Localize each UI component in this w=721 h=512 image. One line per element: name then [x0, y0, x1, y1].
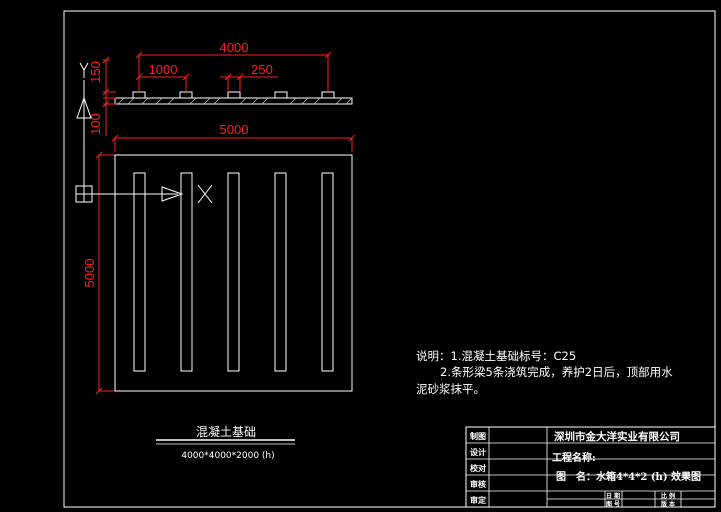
tb-company: 深圳市金大洋实业有限公司: [554, 430, 680, 443]
section-beams: [132, 91, 335, 99]
section-beam: [179, 91, 193, 99]
dim-left-offset: [135, 73, 190, 92]
dim-left-offset-label: 1000: [149, 62, 178, 77]
dim-overall-height-label: 5000: [82, 259, 97, 288]
notes: 说明：1.混凝土基础标号：C25 2.条形梁5条浇筑完成，养护2日后，顶部用水 …: [416, 349, 673, 396]
tb-label-designer: 设计: [470, 447, 486, 457]
note-line-2: 2.条形梁5条浇筑完成，养护2日后，顶部用水: [440, 365, 673, 379]
tb-label-reviewer: 审核: [470, 479, 486, 489]
tb-cell-number: 图 号: [606, 500, 620, 508]
dim-overall-height: [95, 151, 115, 395]
dim-section-base-label: 100: [88, 113, 103, 135]
dim-top-span-label: 4000: [220, 40, 249, 55]
tb-cell-date: 日 期: [606, 492, 620, 500]
section-beam: [274, 91, 288, 99]
strip-beam: [180, 172, 193, 372]
section-base-slab: [114, 97, 353, 105]
section-hatch: [117, 97, 352, 105]
section-beam: [321, 91, 335, 99]
dim-beam-width-label: 250: [251, 62, 273, 77]
tb-cell-scale: 比 例: [661, 492, 675, 500]
dim-overall-width-label: 5000: [220, 122, 249, 137]
dim-section-vertical: [102, 56, 116, 136]
dim-section-top-label: 150: [88, 61, 103, 83]
title-block-frame: [465, 426, 716, 508]
tb-cell-version: 版 本: [660, 500, 676, 508]
note-line-1: 说明：1.混凝土基础标号：C25: [416, 349, 576, 363]
strip-beam: [227, 172, 240, 372]
tb-label-drafter: 制图: [470, 431, 486, 441]
tb-label-approver: 审定: [470, 495, 486, 505]
section-beam: [132, 91, 146, 99]
caption-size: 4000*4000*2000 (h): [181, 451, 274, 461]
strip-beams: [133, 172, 334, 372]
dim-beam-width: [220, 73, 278, 92]
section-view: 4000 1000 250 150: [88, 40, 353, 136]
strip-beam: [321, 172, 334, 372]
tb-label-checker: 校对: [470, 463, 486, 473]
tb-project-label: 工程名称:: [552, 451, 596, 464]
plan-view: 5000 5000: [75, 62, 356, 395]
note-line-3: 泥砂浆抹平。: [416, 382, 485, 396]
tb-drawing-label: 图 名：: [556, 470, 596, 483]
drawing-border: [63, 10, 716, 508]
drawing-caption: 混凝土基础 4000*4000*2000 (h): [156, 424, 295, 461]
dim-overall-width: [111, 134, 356, 152]
dim-top-span: [135, 51, 332, 92]
ucs-icon: [75, 62, 213, 204]
caption-title: 混凝土基础: [196, 424, 256, 439]
title-block: 制图 设计 校对 审核 审定 深圳市金大洋实业有限公司 工程名称: 图 名： 水…: [465, 426, 716, 508]
foundation-slab: [114, 154, 353, 392]
tb-drawing-name: 水箱4*4*2 (h) 效果图: [595, 470, 701, 483]
section-beam: [227, 91, 241, 99]
strip-beam: [133, 172, 146, 372]
strip-beam: [274, 172, 287, 372]
